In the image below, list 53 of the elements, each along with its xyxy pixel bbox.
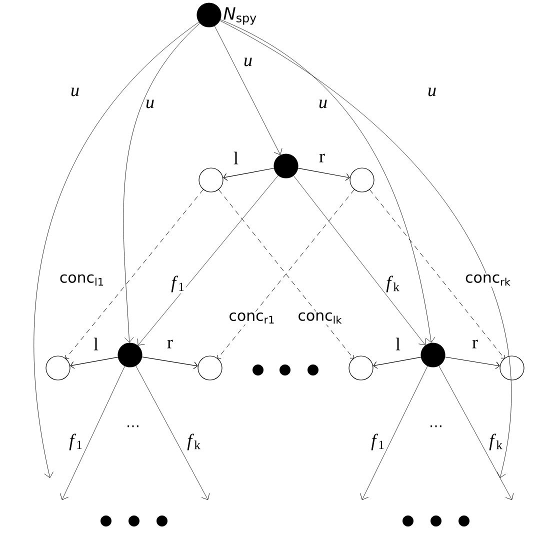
arrow bbox=[34, 22, 200, 478]
arrow bbox=[60, 366, 125, 500]
open-circle bbox=[198, 168, 224, 192]
edge-label: u bbox=[146, 100, 154, 108]
edge-label: f$_{k}$ bbox=[489, 434, 502, 450]
filled-circle bbox=[274, 154, 298, 178]
arrow bbox=[373, 356, 422, 369]
ellipsis: ⋯ bbox=[128, 425, 138, 428]
arrow bbox=[360, 366, 428, 500]
ellipsis: ⋯ bbox=[430, 425, 442, 428]
filled-circle bbox=[118, 342, 142, 368]
arrow bbox=[136, 366, 210, 500]
edge-label: l bbox=[396, 338, 400, 350]
node-label: N$_{spy}$ bbox=[224, 7, 256, 25]
filled-circle bbox=[420, 342, 446, 368]
edge-label: conc$_{lk}$ bbox=[298, 312, 342, 324]
open-circle bbox=[348, 356, 374, 380]
edge-label: u bbox=[319, 100, 327, 108]
arrow bbox=[214, 26, 282, 155]
edge-label: conc$_{rk}$ bbox=[466, 274, 510, 286]
open-circle bbox=[350, 168, 374, 192]
edge-label: conc$_{l1}$ bbox=[60, 274, 104, 286]
edge-label: f$_{1}$ bbox=[171, 276, 184, 292]
edge-label: f$_{1}$ bbox=[69, 434, 82, 450]
edge-label: f$_{k}$ bbox=[187, 434, 200, 450]
arrow bbox=[438, 366, 514, 500]
edge-label: r bbox=[319, 154, 325, 162]
edge-label: u bbox=[244, 58, 252, 66]
edge-label: u bbox=[428, 88, 436, 96]
arrow bbox=[138, 175, 278, 346]
edge-label: f$_{k}$ bbox=[386, 276, 400, 292]
edge-label: l bbox=[234, 152, 238, 164]
edge-label: l bbox=[94, 338, 98, 350]
arrow bbox=[223, 168, 274, 181]
arrow bbox=[298, 168, 350, 181]
arrow bbox=[70, 356, 118, 369]
arrow bbox=[444, 356, 500, 370]
arrow bbox=[220, 19, 436, 343]
arrow bbox=[220, 20, 512, 478]
edge-label: u bbox=[71, 88, 79, 96]
edge-label: conc$_{r1}$ bbox=[230, 312, 274, 324]
edge-label: f$_{1}$ bbox=[371, 434, 384, 450]
arrow bbox=[65, 189, 204, 358]
edge-label: r bbox=[472, 340, 478, 348]
edge-label: r bbox=[167, 340, 173, 348]
arrow bbox=[123, 23, 200, 343]
arrow bbox=[293, 176, 426, 346]
arrow bbox=[142, 356, 198, 370]
filled-circle bbox=[196, 2, 222, 28]
open-circle bbox=[500, 356, 524, 380]
open-circle bbox=[46, 356, 70, 380]
arrow bbox=[369, 189, 506, 358]
open-circle bbox=[198, 356, 222, 380]
